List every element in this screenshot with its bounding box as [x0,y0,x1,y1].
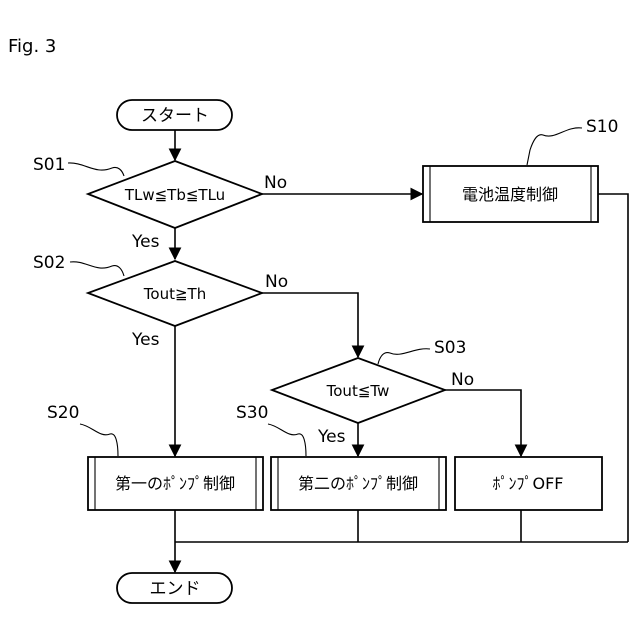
s02-yes-label: Yes [131,330,160,350]
decision-s02: Tout≧Th [88,261,262,326]
step-id-s30-text: S30 [236,403,268,423]
end-terminal: エンド [117,573,232,603]
step-id-s03: S03 [378,338,466,364]
s03-no-label: No [451,370,474,390]
process-s10-label: 電池温度制御 [462,185,558,204]
step-id-s30: S30 [236,403,306,456]
arrow-s03-no [445,390,521,456]
arrow-s02-no [262,293,358,357]
leader-s30 [268,424,306,456]
step-id-s02: S02 [33,253,124,276]
process-s30: 第二のﾎﾟﾝﾌﾟ制御 [271,457,446,510]
step-id-s01-text: S01 [33,155,65,175]
decision-s03-condition: Tout≦Tw [326,382,390,400]
end-label: エンド [150,579,201,599]
step-id-s02-text: S02 [33,253,65,273]
figure-label: Fig. 3 [8,36,56,57]
leader-s20 [80,424,118,456]
leader-s01 [68,163,124,176]
process-pump-off-label: ﾎﾟﾝﾌﾟOFF [492,474,563,493]
decision-s01: TLw≦Tb≦TLu [88,161,262,228]
s02-no-label: No [265,272,288,292]
process-pump-off: ﾎﾟﾝﾌﾟOFF [455,457,602,510]
leader-s02 [70,262,124,276]
s03-yes-label: Yes [317,427,346,447]
decision-s02-condition: Tout≧Th [143,285,206,303]
step-id-s10-text: S10 [586,117,618,137]
decision-s01-condition: TLw≦Tb≦TLu [124,186,225,204]
decision-s03: Tout≦Tw [272,358,445,423]
process-s10: 電池温度制御 [423,166,598,222]
leader-s03 [378,349,430,364]
step-id-s20: S20 [47,403,118,456]
process-s20: 第一のﾎﾟﾝﾌﾟ制御 [88,457,263,510]
s01-no-label: No [264,173,287,193]
step-id-s10: S10 [527,117,618,165]
process-s20-label: 第一のﾎﾟﾝﾌﾟ制御 [115,474,235,493]
leader-s10 [527,128,582,165]
start-label: スタート [141,106,209,126]
step-id-s01: S01 [33,155,124,176]
start-terminal: スタート [117,100,232,130]
step-id-s03-text: S03 [434,338,466,358]
process-s30-label: 第二のﾎﾟﾝﾌﾟ制御 [298,474,418,493]
s01-yes-label: Yes [131,232,160,252]
step-id-s20-text: S20 [47,403,79,423]
